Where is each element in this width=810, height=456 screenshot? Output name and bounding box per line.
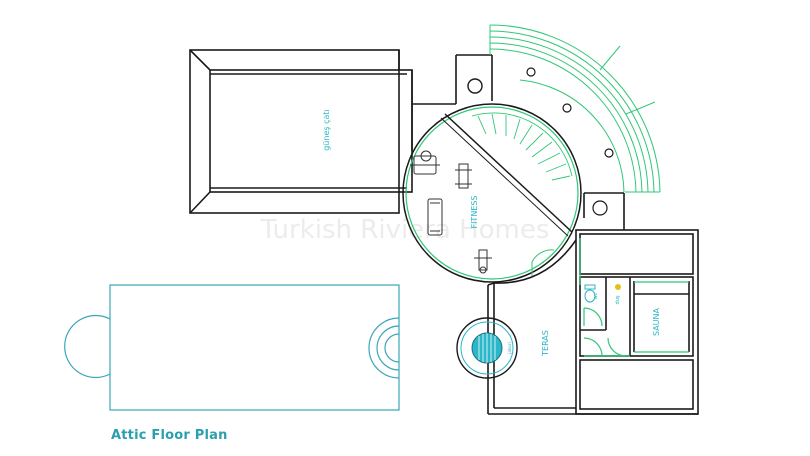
fitness-tower xyxy=(402,103,582,283)
fitness-label: FITNESS xyxy=(470,195,479,228)
jacuzzi-label: jakuzi xyxy=(507,342,512,355)
dus-label: duş xyxy=(615,295,621,304)
service-doors xyxy=(579,238,689,357)
teras-label: TERAS xyxy=(541,330,550,357)
terrace-walls xyxy=(487,229,699,415)
sauna-label: SAUNA xyxy=(652,307,661,336)
plan-caption: Attic Floor Plan xyxy=(111,428,228,443)
stair-markers xyxy=(526,67,614,216)
curved-staircase xyxy=(489,24,661,193)
roof-label: güneş çatı xyxy=(322,109,331,151)
wc-label: wc xyxy=(593,292,599,299)
watermark-text: Turkish Riviera Homes xyxy=(260,215,550,245)
shower-head xyxy=(615,284,621,290)
pool-outline xyxy=(64,284,400,411)
connector-walls xyxy=(411,54,493,150)
wc-fixtures xyxy=(584,284,596,303)
gym-equipment xyxy=(410,150,492,274)
jacuzzi xyxy=(456,317,518,379)
column-circle xyxy=(467,78,483,94)
roof-block xyxy=(189,49,413,214)
tower-right-walls xyxy=(583,192,625,230)
